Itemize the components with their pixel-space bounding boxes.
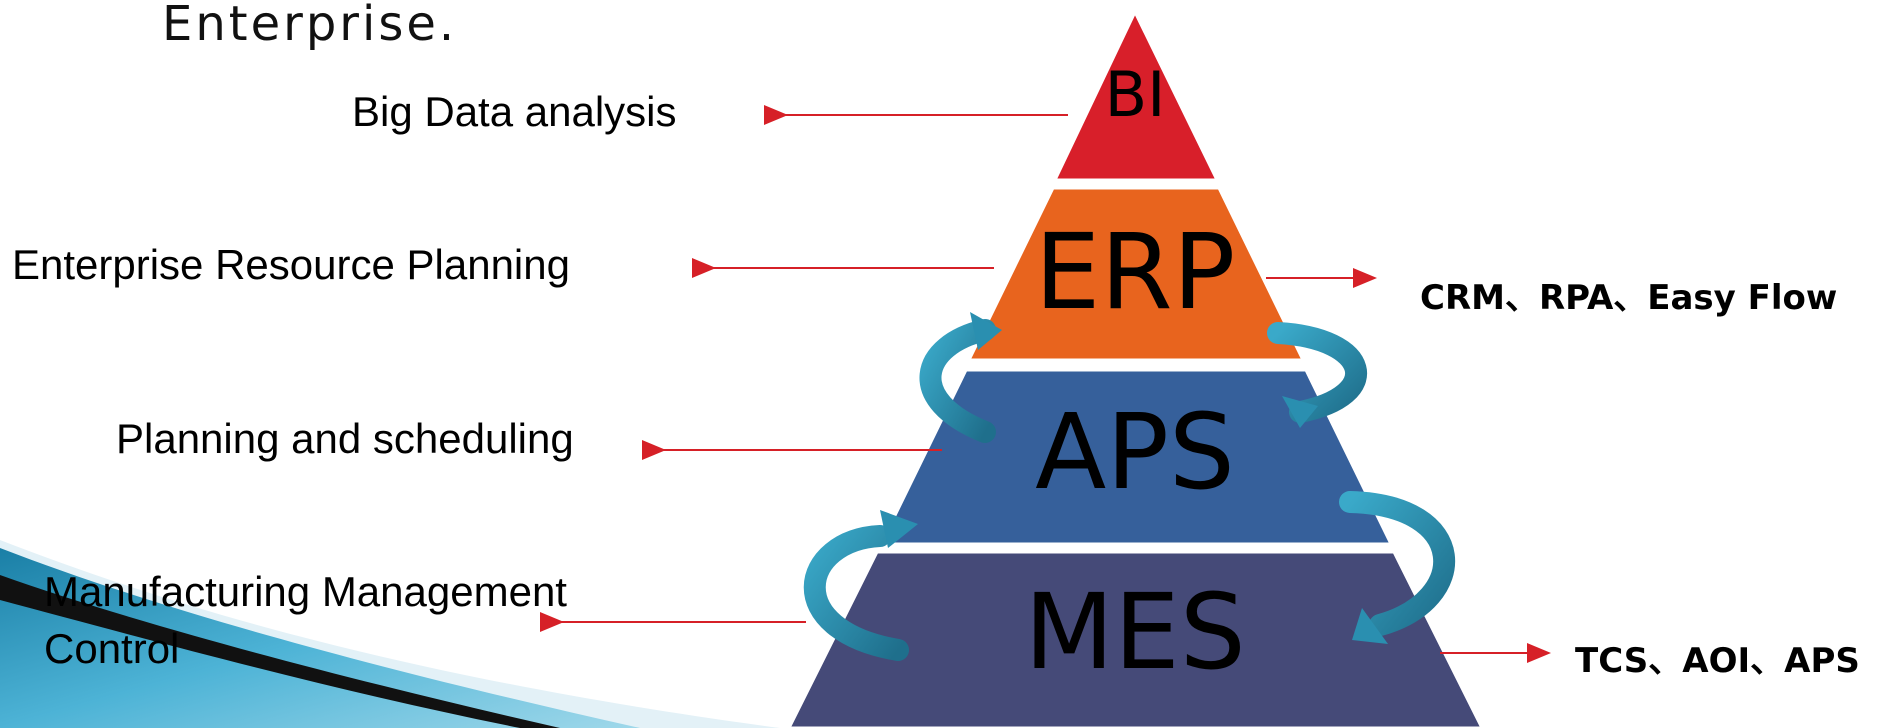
pyramid-tier-aps	[878, 368, 1394, 546]
label-planning-and-scheduling: Planning and scheduling	[116, 415, 574, 462]
label-mes-line2: Control	[44, 625, 180, 672]
pyramid-tier-erp	[966, 186, 1306, 362]
tier-label-erp: ERP	[1034, 211, 1236, 333]
cycle-arrow-icon	[919, 312, 1002, 443]
pyramid-tier-bi	[1052, 8, 1220, 182]
label-mes-modules: TCS、AOI、APS	[1575, 641, 1860, 681]
label-mes-line1: Manufacturing Management	[44, 568, 567, 615]
cycle-arrow-icon	[1339, 491, 1456, 644]
tier-label-mes: MES	[1024, 571, 1246, 693]
cycle-arrow-icon	[1267, 322, 1368, 428]
tier-label-aps: APS	[1035, 391, 1235, 513]
pyramid-tier-mes	[787, 550, 1484, 728]
label-enterprise-resource-planning: Enterprise Resource Planning	[12, 241, 570, 288]
cycle-arrow-icon	[803, 510, 918, 661]
title-fragment: Enterprise.	[162, 0, 458, 52]
label-erp-modules: CRM、RPA、Easy Flow	[1420, 278, 1838, 318]
label-big-data-analysis: Big Data analysis	[352, 88, 677, 135]
tier-label-bi: BI	[1104, 58, 1166, 131]
